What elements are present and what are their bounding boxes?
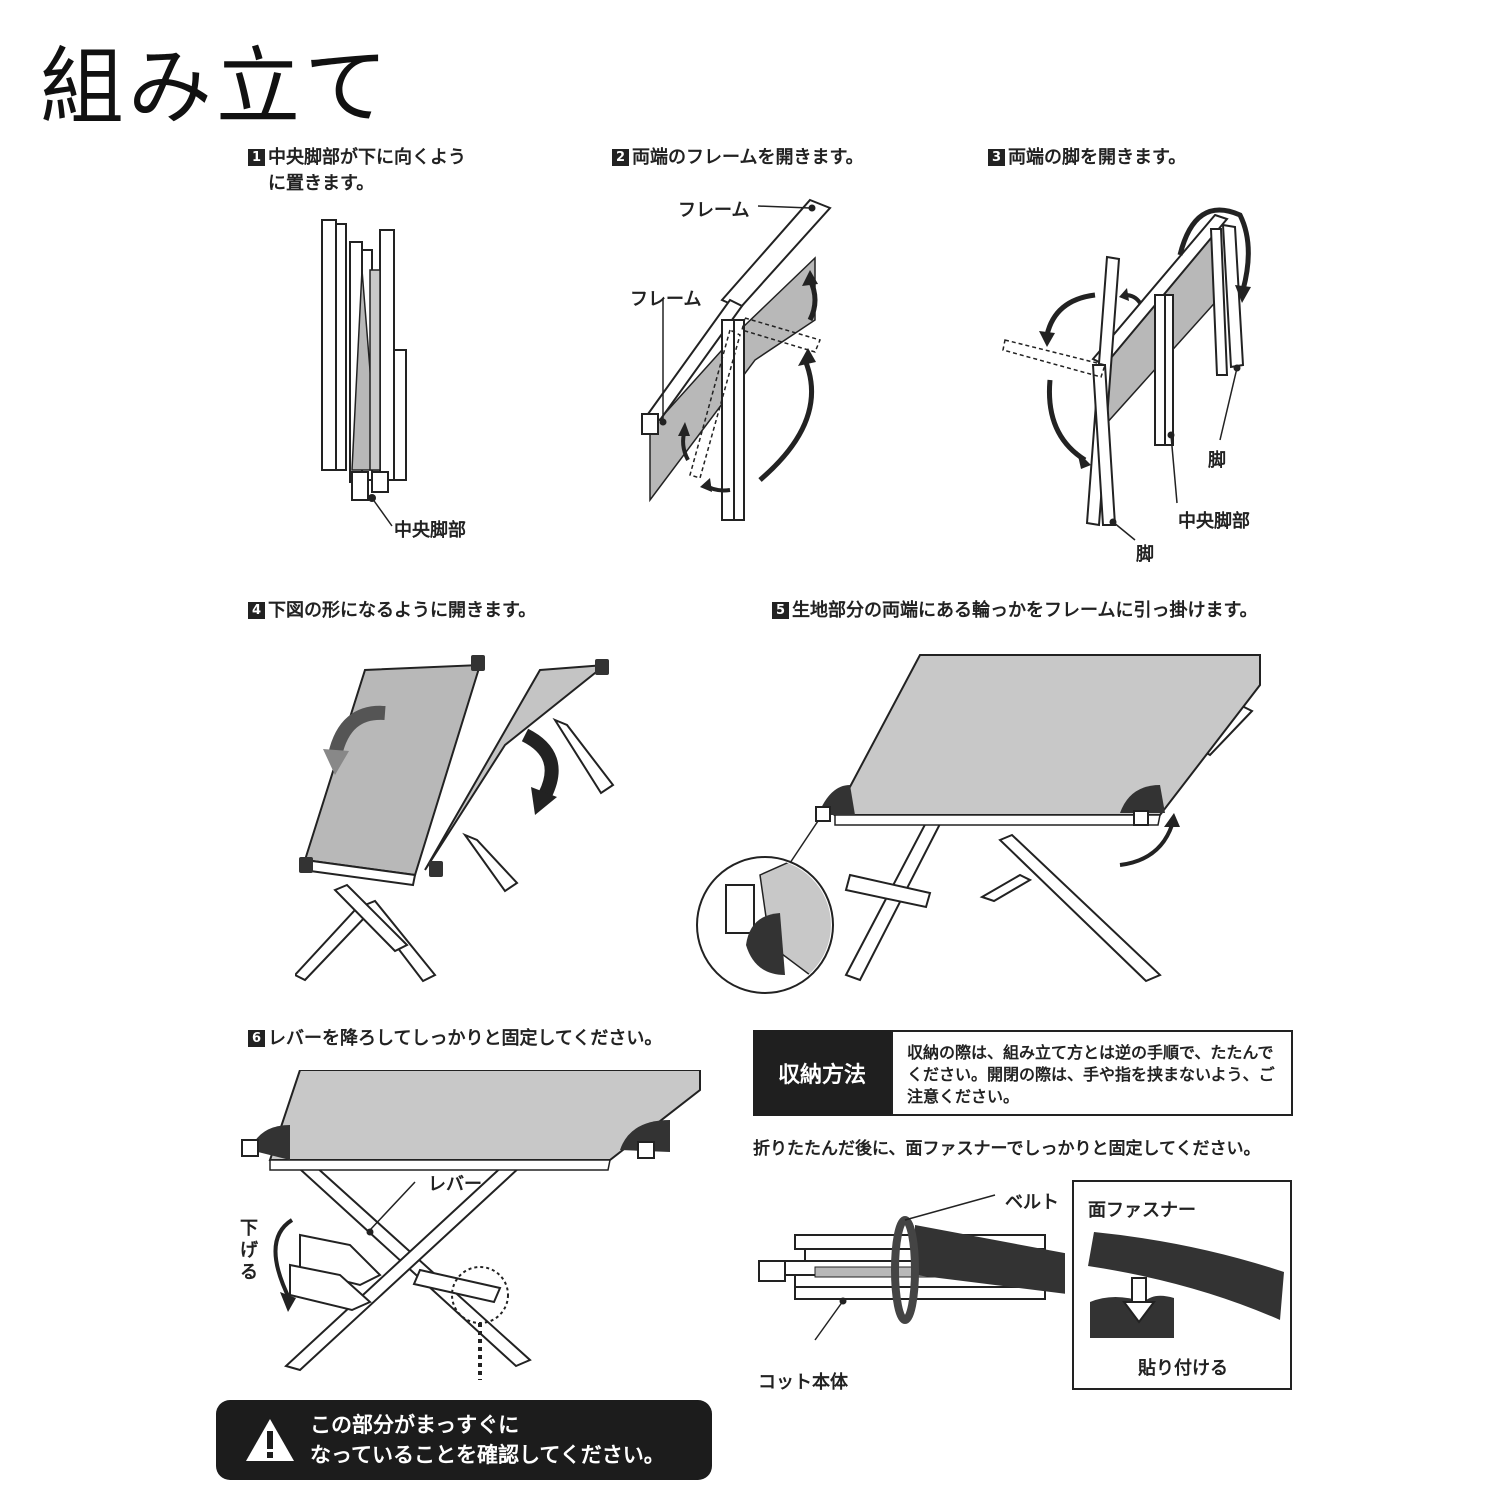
step-6-text: レバーを降ろしてしっかりと固定してください。 — [268, 1026, 662, 1052]
step-3-heading: 3 両端の脚を開きます。 — [988, 145, 1288, 171]
figure-step-5-hook-loops — [690, 645, 1270, 1015]
storage-after-fold: 折りたたんだ後に、面ファスナーでしっかりと固定してください。 — [753, 1134, 1260, 1159]
label-velcro: 面ファスナー — [1088, 1196, 1196, 1222]
warning-icon — [244, 1417, 296, 1463]
storage-heading: 収納方法 — [753, 1030, 891, 1116]
step-4-heading: 4 下図の形になるように開きます。 — [248, 598, 648, 624]
step-number-4: 4 — [248, 602, 265, 619]
step-5-text: 生地部分の両端にある輪っかをフレームに引っ掛けます。 — [792, 598, 1258, 624]
step-2-text: 両端のフレームを開きます。 — [632, 145, 864, 171]
velcro-strap-illustration — [1074, 1222, 1290, 1362]
label-leg-right: 脚 — [1208, 446, 1226, 472]
warning-text: この部分がまっすぐに なっていることを確認してください。 — [310, 1410, 665, 1470]
label-cot-body: コット本体 — [758, 1368, 848, 1394]
step-2-heading: 2 両端のフレームを開きます。 — [612, 145, 912, 171]
figure-step-1-folded-cot — [300, 210, 500, 530]
label-belt: ベルト — [1005, 1188, 1059, 1214]
step-1-heading: 1 中央脚部が下に向くよう に置きます。 — [248, 145, 498, 197]
step-number-3: 3 — [988, 149, 1005, 166]
label-leg-bottom: 脚 — [1136, 540, 1154, 566]
label-frame-left: フレーム — [630, 285, 701, 311]
label-attach: 貼り付ける — [1138, 1354, 1228, 1380]
velcro-detail-box: 面ファスナー 貼り付ける — [1072, 1180, 1292, 1390]
figure-step-6-lever — [230, 1070, 710, 1380]
label-center-leg-3: 中央脚部 — [1178, 507, 1250, 533]
figure-step-3-open-legs — [995, 185, 1270, 545]
warning-box: この部分がまっすぐに なっていることを確認してください。 — [216, 1400, 712, 1480]
step-3-text: 両端の脚を開きます。 — [1008, 145, 1186, 171]
page-title: 組み立て — [40, 20, 392, 141]
step-4-text: 下図の形になるように開きます。 — [268, 598, 536, 624]
label-frame-top: フレーム — [678, 196, 749, 222]
figure-step-4-unfold — [295, 645, 625, 990]
step-number-1: 1 — [248, 149, 265, 166]
label-lower: 下げる — [240, 1218, 262, 1284]
step-1-text: 中央脚部が下に向くよう に置きます。 — [268, 145, 466, 197]
step-5-heading: 5 生地部分の両端にある輪っかをフレームに引っ掛けます。 — [772, 598, 1332, 624]
figure-step-2-open-frames — [630, 190, 850, 530]
step-number-6: 6 — [248, 1030, 265, 1047]
step-number-2: 2 — [612, 149, 629, 166]
label-center-leg-1: 中央脚部 — [394, 516, 466, 542]
label-lever: レバー — [428, 1170, 482, 1196]
step-6-heading: 6 レバーを降ろしてしっかりと固定してください。 — [248, 1026, 708, 1052]
step-number-5: 5 — [772, 602, 789, 619]
storage-text: 収納の際は、組み立て方とは逆の手順で、たたんでください。開閉の際は、手や指を挟ま… — [891, 1030, 1293, 1116]
